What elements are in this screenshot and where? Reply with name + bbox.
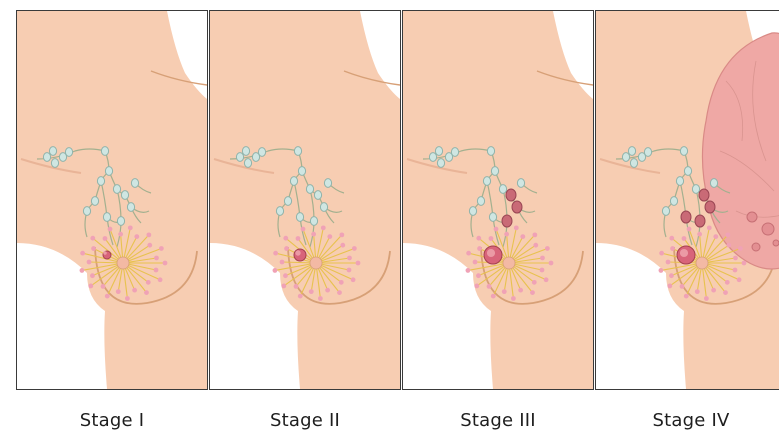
lymph-node <box>517 179 524 188</box>
stage-labels: Stage I Stage II Stage III Stage IV <box>16 400 779 442</box>
lymph-node <box>680 147 687 156</box>
tumor <box>677 246 695 264</box>
lymph-node <box>483 177 490 186</box>
affected-lymph-node <box>695 215 705 227</box>
lymph-node <box>242 147 249 156</box>
affected-lymph-node <box>705 201 715 213</box>
lymph-node <box>91 197 98 206</box>
lymph-node <box>499 185 506 194</box>
lymph-node <box>127 203 134 212</box>
lymph-node <box>298 167 305 176</box>
lymph-node <box>451 148 458 157</box>
nipple <box>503 257 515 269</box>
lymph-node <box>662 207 669 216</box>
affected-lymph-node <box>502 215 512 227</box>
stage-2-panel <box>209 10 401 390</box>
lymph-node <box>306 185 313 194</box>
lymph-node <box>314 191 321 200</box>
tumor <box>103 251 111 259</box>
nipple <box>310 257 322 269</box>
lymph-node <box>469 207 476 216</box>
stages-strip <box>16 10 779 390</box>
lymph-node <box>320 203 327 212</box>
lymph-node <box>105 167 112 176</box>
lymph-node <box>628 147 635 156</box>
lymph-node <box>491 167 498 176</box>
stage-4-label: Stage IV <box>595 410 779 431</box>
stage-4-panel <box>595 10 779 390</box>
tumor <box>294 249 306 261</box>
affected-lymph-node <box>699 189 709 201</box>
lymph-node <box>83 207 90 216</box>
lymph-node <box>630 159 637 168</box>
lymph-node <box>324 179 331 188</box>
lymph-node <box>65 148 72 157</box>
lymph-node <box>644 148 651 157</box>
lymph-node <box>676 177 683 186</box>
lymph-node <box>284 197 291 206</box>
lymph-node <box>244 159 251 168</box>
lymph-node <box>258 148 265 157</box>
stage-3-panel <box>402 10 594 390</box>
lymph-node <box>236 153 243 162</box>
lymph-node <box>276 207 283 216</box>
lymph-node <box>294 147 301 156</box>
lymph-node <box>290 177 297 186</box>
lymph-node <box>710 179 717 188</box>
affected-lymph-node <box>506 189 516 201</box>
affected-lymph-node <box>681 211 691 223</box>
lymph-node <box>310 217 317 226</box>
body-silhouette <box>17 11 207 389</box>
stage-1-panel <box>16 10 208 390</box>
lymph-node <box>435 147 442 156</box>
body-silhouette <box>210 11 400 389</box>
lymph-node <box>51 159 58 168</box>
lymph-node <box>670 197 677 206</box>
stage-1-label: Stage I <box>16 410 208 431</box>
lymph-node <box>622 153 629 162</box>
lymph-node <box>103 213 110 222</box>
affected-lymph-node <box>512 201 522 213</box>
lymph-node <box>117 217 124 226</box>
lymph-node <box>113 185 120 194</box>
body-silhouette <box>403 11 593 389</box>
lymph-node <box>43 153 50 162</box>
stage-2-label: Stage II <box>209 410 401 431</box>
stage-3-label: Stage III <box>402 410 594 431</box>
lymph-node <box>101 147 108 156</box>
lymph-node <box>487 147 494 156</box>
lymph-node <box>121 191 128 200</box>
lymph-node <box>489 213 496 222</box>
lymph-node <box>684 167 691 176</box>
nipple <box>117 257 129 269</box>
lymph-node <box>296 213 303 222</box>
lymph-node <box>477 197 484 206</box>
lymph-node <box>437 159 444 168</box>
lymph-node <box>692 185 699 194</box>
tumor <box>484 246 502 264</box>
lymph-node <box>131 179 138 188</box>
lymph-node <box>49 147 56 156</box>
nipple <box>696 257 708 269</box>
lymph-node <box>97 177 104 186</box>
lymph-node <box>429 153 436 162</box>
